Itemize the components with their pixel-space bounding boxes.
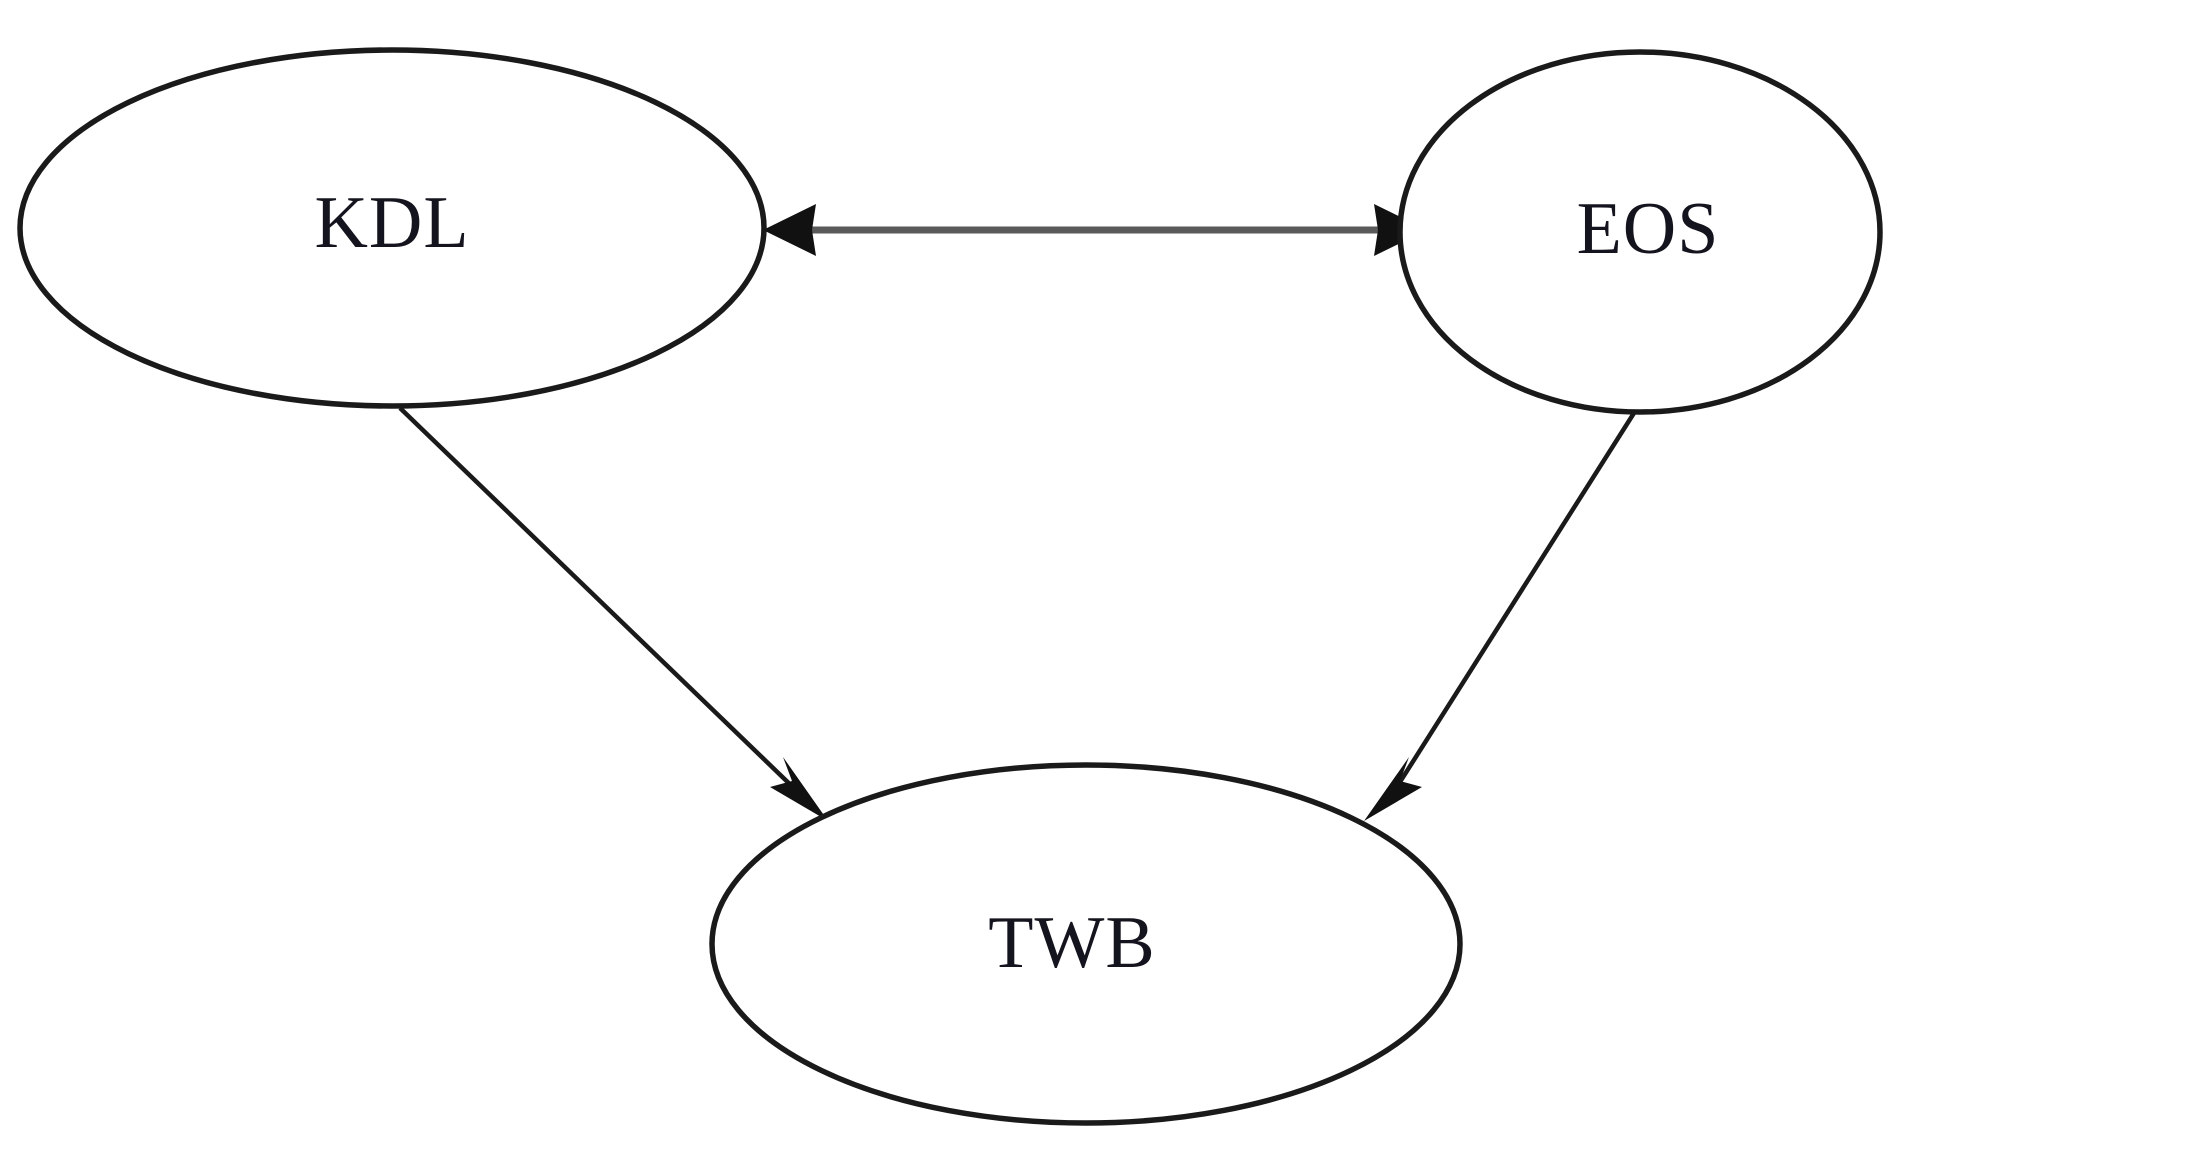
edge-kdl-twb[interactable] — [398, 406, 828, 821]
node-kdl-label: KDL — [314, 182, 469, 264]
arrowhead-toward-kdl-icon — [763, 204, 816, 256]
node-twb-ellipse — [709, 762, 1463, 1126]
node-eos[interactable]: EOS — [1397, 49, 1883, 415]
arrowhead-eos-to-twb-icon — [1364, 757, 1422, 821]
edge-eos-twb[interactable] — [1364, 411, 1636, 821]
node-eos-label: EOS — [1577, 188, 1720, 270]
node-twb[interactable]: TWB — [709, 762, 1463, 1126]
node-eos-ellipse — [1397, 49, 1883, 415]
node-kdl[interactable]: KDL — [17, 47, 767, 409]
edge-eos-twb-line — [1391, 411, 1636, 795]
edge-kdl-eos[interactable] — [763, 204, 1427, 256]
node-twb-label: TWB — [988, 902, 1155, 984]
edge-kdl-twb-line — [398, 406, 801, 795]
arrowhead-kdl-to-twb-icon — [770, 757, 828, 821]
node-kdl-ellipse — [17, 47, 767, 409]
